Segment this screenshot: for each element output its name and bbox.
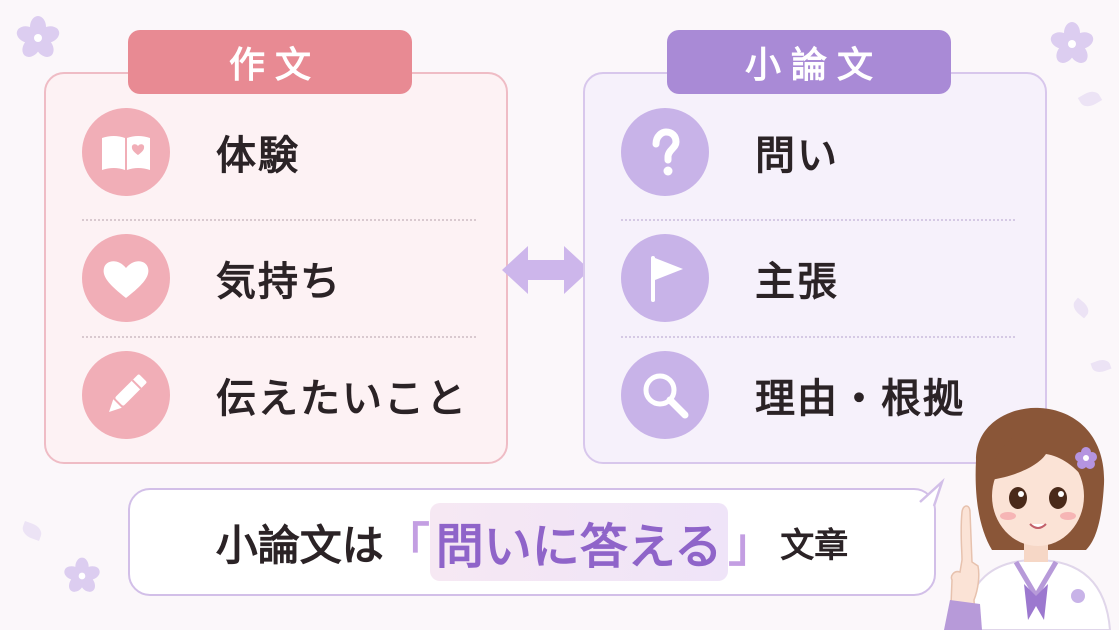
heart-icon bbox=[82, 234, 170, 322]
short-essay-item-claim: 主張 bbox=[585, 222, 1045, 334]
petal-decoration bbox=[1090, 357, 1112, 375]
pencil-icon bbox=[82, 351, 170, 439]
petal-decoration bbox=[1070, 297, 1092, 319]
sakura-flower-icon bbox=[16, 16, 60, 57]
sakura-flower-icon bbox=[1050, 22, 1094, 63]
short-essay-item-reasons: 理由・根拠 bbox=[585, 339, 1045, 451]
row-divider bbox=[621, 336, 1015, 338]
row-divider bbox=[82, 219, 476, 221]
short-essay-item-label: 問い bbox=[755, 133, 839, 179]
essay-item-message: 伝えたいこと bbox=[46, 339, 506, 451]
magnifier-icon bbox=[621, 351, 709, 439]
essay-item-label: 伝えたいこと bbox=[216, 376, 468, 422]
essay-tab-title: 作文 bbox=[128, 30, 412, 94]
short-essay-item-label: 主張 bbox=[755, 259, 839, 305]
essay-item-label: 体験 bbox=[216, 133, 300, 179]
short-essay-tab-title: 小論文 bbox=[667, 30, 951, 94]
summary-banner: 小論文は 「 問いに答える 」 文章 bbox=[128, 488, 936, 596]
open-book-heart-icon bbox=[82, 108, 170, 196]
speech-bubble-tail bbox=[919, 478, 945, 507]
banner-highlight: 問いに答える bbox=[429, 503, 729, 581]
banner-close-bracket: 」 bbox=[728, 518, 775, 572]
row-divider bbox=[82, 336, 476, 338]
essay-item-experience: 体験 bbox=[46, 96, 506, 208]
row-divider bbox=[621, 219, 1015, 221]
sakura-flower-icon bbox=[64, 557, 100, 592]
essay-panel: 体験 気持ち 伝えたいこと bbox=[44, 72, 508, 464]
petal-decoration bbox=[1077, 87, 1103, 111]
flag-icon bbox=[621, 234, 709, 322]
question-mark-icon bbox=[621, 108, 709, 196]
student-character-illustration bbox=[944, 407, 1112, 630]
essay-item-feelings: 気持ち bbox=[46, 222, 506, 334]
banner-suffix: 文章 bbox=[780, 525, 849, 566]
banner-prefix: 小論文は bbox=[215, 520, 384, 570]
short-essay-item-question: 問い bbox=[585, 96, 1045, 208]
double-arrow-icon bbox=[502, 246, 590, 294]
petal-decoration bbox=[20, 521, 44, 541]
short-essay-item-label: 理由・根拠 bbox=[755, 376, 965, 422]
essay-item-label: 気持ち bbox=[216, 259, 342, 305]
banner-open-bracket: 「 bbox=[383, 518, 430, 572]
short-essay-panel: 問い 主張 理由・根拠 bbox=[583, 72, 1047, 464]
